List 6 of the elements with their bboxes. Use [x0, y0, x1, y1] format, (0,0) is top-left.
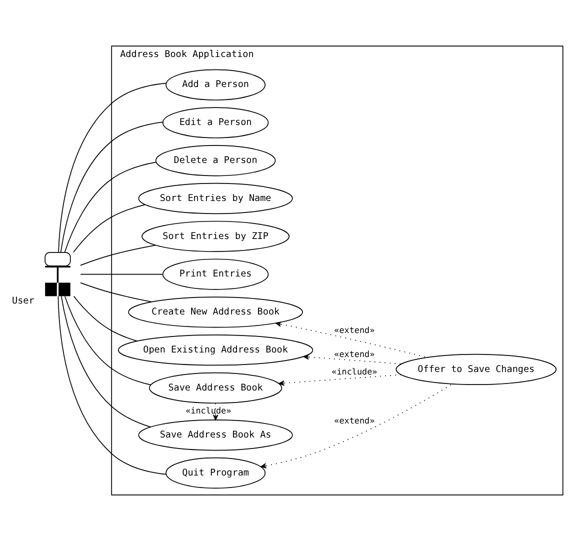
- node-label: User: [12, 295, 34, 306]
- edge-label: «include»: [332, 366, 378, 376]
- edge-label: «extend»: [334, 348, 375, 358]
- edge-label: «extend»: [334, 414, 375, 425]
- edge-label: «extend»: [334, 324, 375, 335]
- edge-label: «include»: [186, 405, 232, 416]
